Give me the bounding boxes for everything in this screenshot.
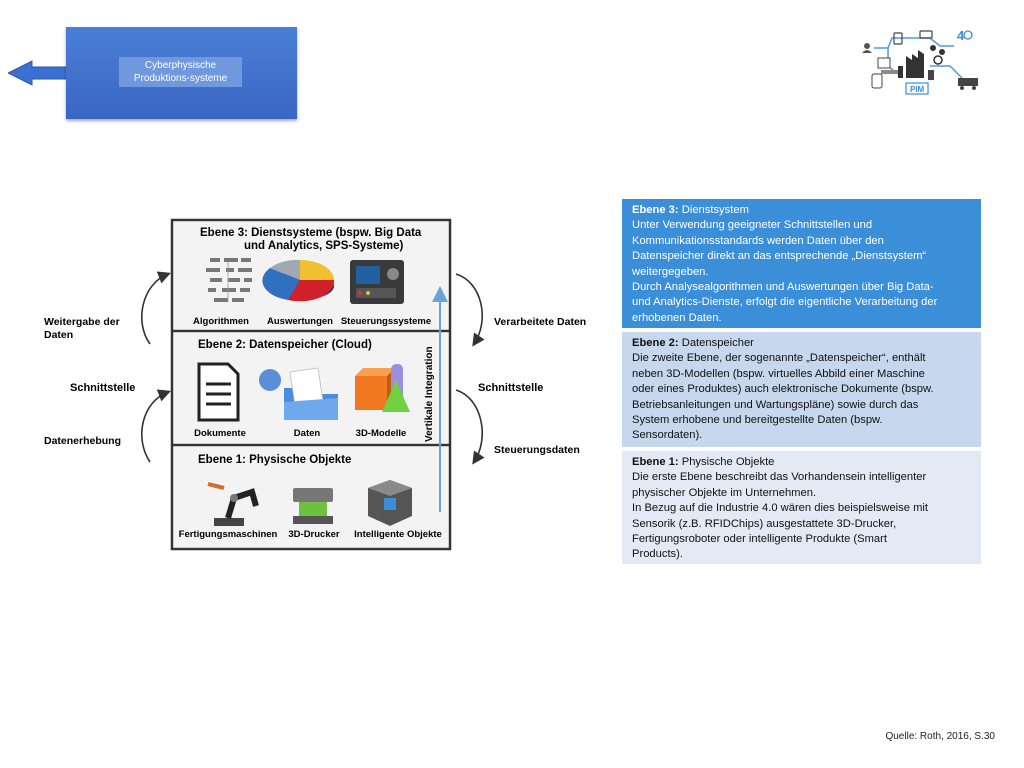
layer1-heading: Ebene 1: (632, 456, 679, 468)
left-label-weitergabe-1: Weitergabe der (44, 316, 120, 328)
layer2-line: oder eines Produktes) auch elektronische… (632, 383, 934, 396)
layer3-heading: Ebene 3: (632, 204, 679, 216)
layer3-line: erhobenen Daten. (632, 311, 722, 324)
layer3-description: Ebene 3: Dienstsystem Unter Verwendung g… (622, 199, 981, 328)
item-3d-modelle: 3D-Modelle (356, 428, 407, 439)
data-folder-icon (259, 367, 338, 420)
title-panel: Cyberphysische Produktions-systeme (66, 27, 297, 119)
layer3-line: Datenspeicher direkt an das entsprechend… (632, 250, 927, 263)
3d-printer-icon (293, 488, 333, 524)
layer1-line: In Bezug auf die Industrie 4.0 wären die… (632, 502, 929, 515)
layer2-line: Sensordaten). (632, 429, 703, 442)
robot-arm-icon (207, 482, 259, 526)
3d-models-icon (355, 364, 410, 412)
item-steuerungssysteme: Steuerungssysteme (341, 316, 431, 327)
layer1-name: Physische Objekte (678, 456, 775, 468)
vertical-integration-label: Vertikale Integration (424, 346, 435, 442)
control-panel-icon (350, 260, 404, 304)
layer1-description: Ebene 1: Physische Objekte Die erste Ebe… (622, 451, 981, 564)
layer3-line: Unter Verwendung geeigneter Schnittstell… (632, 219, 873, 232)
smart-object-icon (368, 480, 412, 526)
left-lower-arrow (141, 389, 171, 463)
layer2-line: Betriebsanleitungen und Wartungspläne) s… (632, 398, 919, 411)
item-3d-drucker: 3D-Drucker (288, 529, 340, 540)
source-citation: Quelle: Roth, 2016, S.30 (885, 731, 995, 742)
left-label-datenerhebung: Datenerhebung (44, 435, 121, 447)
layer3-line: und Analytics-Dienste, erfolgt die eigen… (632, 296, 938, 309)
level1-title: Ebene 1: Physische Objekte (198, 454, 351, 466)
algorithm-flowchart-icon (206, 258, 252, 302)
page-title: Cyberphysische Produktions-systeme (119, 57, 242, 87)
layer2-line: Die zweite Ebene, der sogenannte „Datens… (632, 352, 926, 365)
level2-title: Ebene 2: Datenspeicher (Cloud) (198, 339, 372, 351)
layer1-line: Sensorik (z.B. RFIDChips) ausgestattete … (632, 517, 897, 530)
layer2-name: Datenspeicher (678, 337, 754, 349)
left-upper-arrow (141, 271, 171, 345)
item-intelligente-objekte: Intelligente Objekte (354, 529, 442, 540)
layer1-line: Die erste Ebene beschreibt das Vorhanden… (632, 471, 927, 484)
layer3-name: Dienstsystem (678, 204, 749, 216)
left-label-weitergabe-2: Daten (44, 329, 73, 341)
cps-layer-diagram: Ebene 3: Dienstsysteme (bspw. Big Data u… (44, 218, 586, 551)
layer2-line: neben 3D-Modellen (bspw. virtuelles Abbi… (632, 367, 925, 380)
right-upper-arrow (455, 273, 485, 347)
right-label-verarbeitete: Verarbeitete Daten (494, 316, 586, 328)
item-dokumente: Dokumente (194, 428, 246, 439)
layer2-heading: Ebene 2: (632, 337, 679, 349)
level3-title-line2: und Analytics, SPS-Systeme) (244, 240, 404, 252)
item-fertigungsmaschinen: Fertigungsmaschinen (179, 529, 278, 540)
layer1-line: physischer Objekte im Unternehmen. (632, 486, 817, 499)
pie-chart-icon (262, 259, 335, 302)
back-arrow-icon[interactable] (8, 60, 70, 86)
right-label-schnittstelle: Schnittstelle (478, 382, 543, 394)
left-label-schnittstelle: Schnittstelle (70, 382, 135, 394)
logo-label: PIM (910, 85, 925, 94)
layer3-line: weitergegeben. (632, 265, 709, 278)
layer1-line: Fertigungsroboter oder intelligente Prod… (632, 533, 887, 546)
layer2-line: System erhobene und bereitgestellte Date… (632, 414, 883, 427)
document-icon (197, 362, 240, 422)
industry-4-pim-logo: 4 PIM (858, 26, 984, 102)
item-algorithmen: Algorithmen (193, 316, 249, 327)
item-daten: Daten (294, 428, 321, 439)
right-lower-arrow (455, 389, 485, 465)
layer-descriptions: Ebene 3: Dienstsystem Unter Verwendung g… (622, 199, 981, 568)
level3-title-line1: Ebene 3: Dienstsysteme (bspw. Big Data (200, 227, 422, 239)
right-label-steuerungsdaten: Steuerungsdaten (494, 444, 580, 456)
logo-badge: 4 (957, 28, 965, 43)
layer3-line: Durch Analysealgorithmen und Auswertunge… (632, 281, 934, 294)
layer1-line: Products). (632, 548, 683, 561)
item-auswertungen: Auswertungen (267, 316, 333, 327)
layer2-description: Ebene 2: Datenspeicher Die zweite Ebene,… (622, 332, 981, 447)
layer3-line: Kommunikationsstandards werden Daten übe… (632, 234, 884, 247)
